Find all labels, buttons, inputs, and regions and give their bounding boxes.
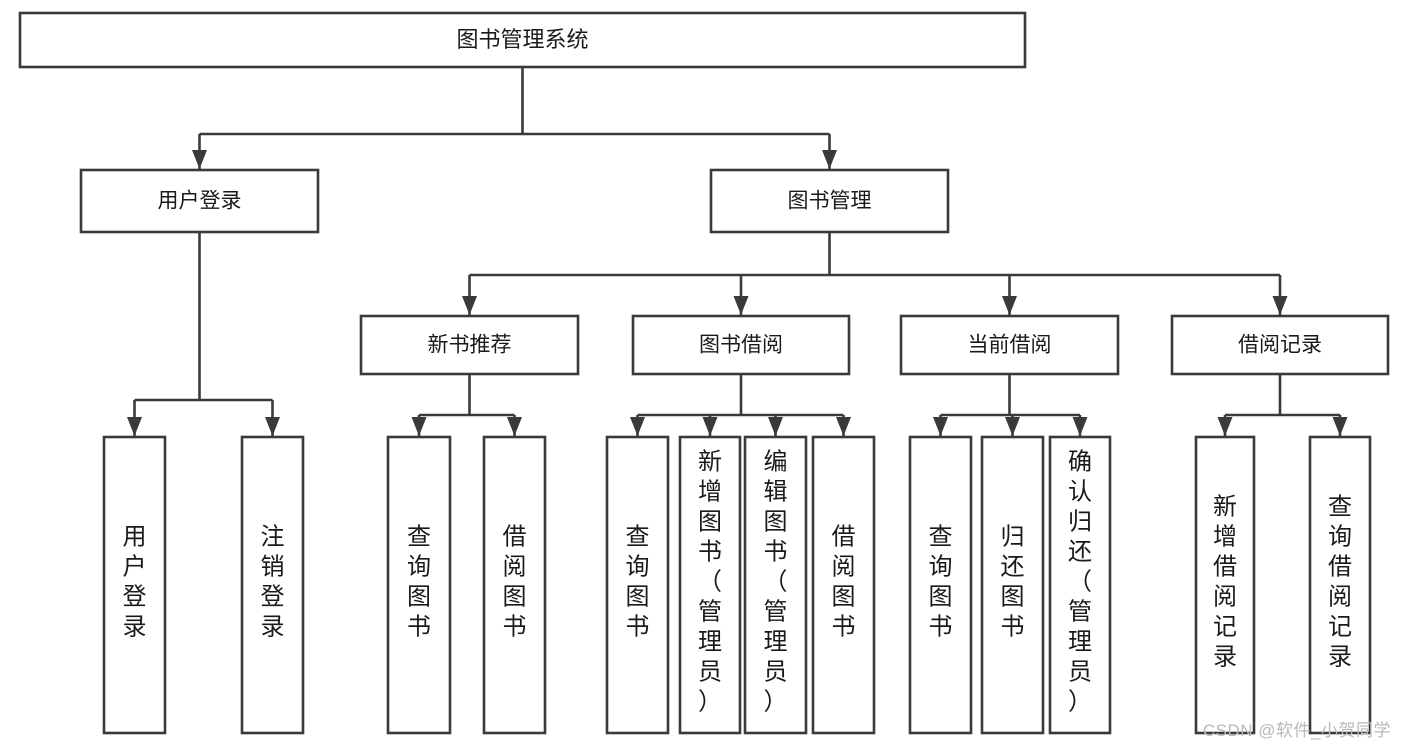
leaf-node-box-6 xyxy=(743,435,808,735)
node-level3-label-3: 借阅记录 xyxy=(1238,334,1322,357)
leaf-node-0[interactable]: 用户登录 xyxy=(102,435,167,735)
leaf-node-box-5 xyxy=(678,435,742,735)
leaf-node-box-10 xyxy=(1048,435,1112,735)
leaf-node-label-9: 归还图书 xyxy=(1001,524,1025,641)
arrow-leaf-2-2 xyxy=(768,417,783,436)
node-level3-label-2: 当前借阅 xyxy=(968,334,1052,357)
leaf-node-box-12 xyxy=(1308,435,1372,735)
leaf-node-label-11: 新增借阅记录 xyxy=(1213,494,1237,671)
leaf-node-2[interactable]: 查询图书 xyxy=(386,435,452,735)
leaf-node-box-11 xyxy=(1194,435,1256,735)
node-layer: 图书管理系统用户登录图书管理新书推荐图书借阅当前借阅借阅记录用户登录注销登录查询… xyxy=(18,11,1390,735)
node-level2-0[interactable]: 用户登录 xyxy=(79,168,320,234)
arrow-mgmt-1 xyxy=(733,296,749,315)
node-root-label: 图书管理系统 xyxy=(456,27,588,52)
leaf-node-label-12: 查询借阅记录 xyxy=(1328,494,1352,671)
node-root[interactable]: 图书管理系统 xyxy=(18,11,1027,69)
leaf-node-box-1 xyxy=(240,435,305,735)
arrow-leaf-3-1 xyxy=(1005,417,1020,436)
leaf-node-label-6: 编辑图书（管理员） xyxy=(764,449,788,716)
leaf-node-box-4 xyxy=(605,435,670,735)
arrow-leaf-0-1 xyxy=(265,417,280,436)
arrow-leaf-3-2 xyxy=(1072,417,1088,436)
arrow-root-0 xyxy=(192,150,207,169)
arrow-leaf-1-0 xyxy=(411,417,427,436)
node-level2-label-0: 用户登录 xyxy=(158,190,242,213)
leaf-node-label-3: 借阅图书 xyxy=(503,524,527,641)
leaf-node-box-9 xyxy=(980,435,1045,735)
leaf-node-label-4: 查询图书 xyxy=(626,524,650,641)
node-level3-0[interactable]: 新书推荐 xyxy=(359,314,580,376)
leaf-node-9[interactable]: 归还图书 xyxy=(980,435,1045,735)
leaf-node-label-7: 借阅图书 xyxy=(832,524,856,641)
node-root-box xyxy=(18,11,1027,69)
leaf-node-4[interactable]: 查询图书 xyxy=(605,435,670,735)
leaf-node-3[interactable]: 借阅图书 xyxy=(482,435,547,735)
leaf-node-label-0: 用户登录 xyxy=(123,524,147,641)
node-level3-label-0: 新书推荐 xyxy=(428,334,512,357)
leaf-node-12[interactable]: 查询借阅记录 xyxy=(1308,435,1372,735)
node-level2-label-1: 图书管理 xyxy=(788,190,872,213)
node-level3-box-1 xyxy=(631,314,851,376)
arrow-mgmt-0 xyxy=(462,296,477,315)
leaf-node-10[interactable]: 确认归还（管理员） xyxy=(1048,435,1112,735)
leaf-node-box-2 xyxy=(386,435,452,735)
watermark-text: CSDN @软件_小贺同学 xyxy=(1202,721,1391,740)
leaf-node-label-2: 查询图书 xyxy=(407,524,431,641)
node-level3-box-3 xyxy=(1170,314,1390,376)
edge-layer xyxy=(127,67,1348,436)
leaf-node-1[interactable]: 注销登录 xyxy=(240,435,305,735)
leaf-node-5[interactable]: 新增图书（管理员） xyxy=(678,435,742,735)
leaf-node-box-3 xyxy=(482,435,547,735)
arrow-leaf-2-0 xyxy=(630,417,645,436)
arrow-leaf-2-3 xyxy=(836,417,851,436)
leaf-node-box-7 xyxy=(811,435,876,735)
arrow-leaf-4-0 xyxy=(1217,417,1233,436)
arrow-mgmt-3 xyxy=(1272,296,1288,315)
leaf-node-box-0 xyxy=(102,435,167,735)
leaf-node-label-8: 查询图书 xyxy=(929,524,953,641)
leaf-node-6[interactable]: 编辑图书（管理员） xyxy=(743,435,808,735)
leaf-node-box-8 xyxy=(908,435,973,735)
arrow-leaf-2-1 xyxy=(702,417,718,436)
arrow-root-1 xyxy=(822,150,837,169)
node-level2-box-0 xyxy=(79,168,320,234)
node-level2-box-1 xyxy=(709,168,950,234)
arrow-leaf-0-0 xyxy=(127,417,142,436)
arrow-leaf-4-1 xyxy=(1332,417,1348,436)
leaf-node-7[interactable]: 借阅图书 xyxy=(811,435,876,735)
leaf-node-label-1: 注销登录 xyxy=(261,524,285,641)
arrow-mgmt-2 xyxy=(1002,296,1017,315)
node-level3-box-0 xyxy=(359,314,580,376)
node-level3-label-1: 图书借阅 xyxy=(699,334,783,357)
leaf-node-11[interactable]: 新增借阅记录 xyxy=(1194,435,1256,735)
leaf-node-8[interactable]: 查询图书 xyxy=(908,435,973,735)
node-level3-2[interactable]: 当前借阅 xyxy=(899,314,1120,376)
node-level3-box-2 xyxy=(899,314,1120,376)
leaf-node-label-5: 新增图书（管理员） xyxy=(698,449,722,716)
node-level3-3[interactable]: 借阅记录 xyxy=(1170,314,1390,376)
leaf-node-label-10: 确认归还（管理员） xyxy=(1068,449,1092,716)
arrow-leaf-1-1 xyxy=(507,417,522,436)
node-level3-1[interactable]: 图书借阅 xyxy=(631,314,851,376)
node-level2-1[interactable]: 图书管理 xyxy=(709,168,950,234)
arrow-leaf-3-0 xyxy=(933,417,948,436)
